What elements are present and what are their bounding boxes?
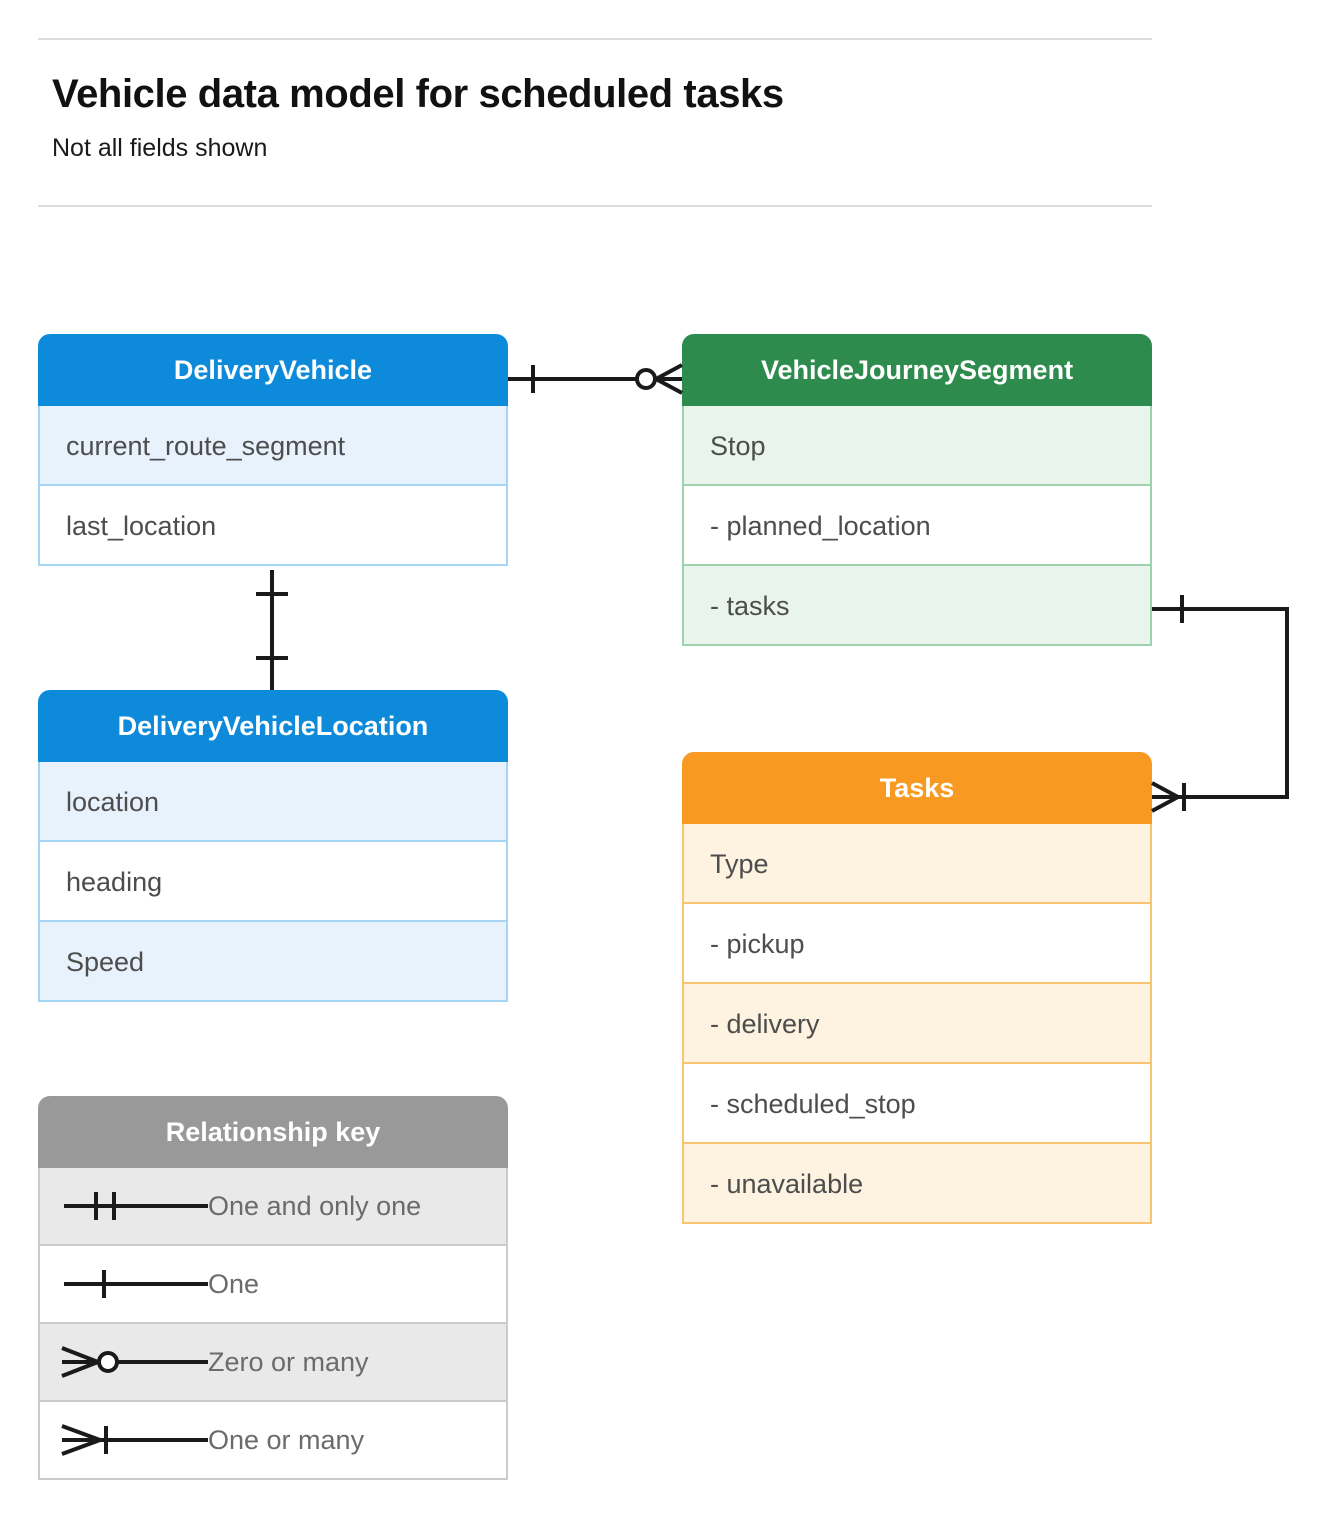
legend-title: Relationship key <box>38 1096 508 1168</box>
entity-row: - tasks <box>682 566 1152 646</box>
header-divider-bottom <box>38 205 1152 207</box>
entity-delivery-vehicle[interactable]: DeliveryVehicle current_route_segment la… <box>38 334 508 566</box>
legend-item-one-or-many: One or many <box>38 1402 508 1480</box>
entity-vehicle-journey-segment-title: VehicleJourneySegment <box>682 334 1152 406</box>
entity-row: location <box>38 762 508 842</box>
entity-delivery-vehicle-location-title: DeliveryVehicleLocation <box>38 690 508 762</box>
entity-row: last_location <box>38 486 508 566</box>
connector-deliveryvehicle-deliveryvehiclelocation <box>256 570 288 690</box>
relationship-key-legend: Relationship key One and only one One <box>38 1096 508 1480</box>
entity-tasks-title: Tasks <box>682 752 1152 824</box>
entity-delivery-vehicle-title: DeliveryVehicle <box>38 334 508 406</box>
entity-row: - delivery <box>682 984 1152 1064</box>
legend-item-label: One or many <box>208 1424 365 1455</box>
entity-row: Speed <box>38 922 508 1002</box>
page-title: Vehicle data model for scheduled tasks <box>52 72 784 116</box>
entity-row: - pickup <box>682 904 1152 984</box>
entity-vehicle-journey-segment[interactable]: VehicleJourneySegment Stop - planned_loc… <box>682 334 1152 646</box>
legend-item-one-and-only-one: One and only one <box>38 1168 508 1246</box>
connector-deliveryvehicle-vehiclejourneysegment <box>508 363 683 395</box>
one-or-many-icon <box>58 1420 208 1460</box>
legend-item-label: One and only one <box>208 1190 422 1221</box>
zero-or-many-icon <box>58 1342 208 1382</box>
legend-item-label: One <box>208 1268 260 1299</box>
entity-row: Stop <box>682 406 1152 486</box>
page-subtitle: Not all fields shown <box>52 134 268 162</box>
entity-tasks[interactable]: Tasks Type - pickup - delivery - schedul… <box>682 752 1152 1224</box>
entity-delivery-vehicle-location[interactable]: DeliveryVehicleLocation location heading… <box>38 690 508 1002</box>
legend-item-one: One <box>38 1246 508 1324</box>
entity-row: heading <box>38 842 508 922</box>
entity-row: - planned_location <box>682 486 1152 566</box>
one-icon <box>58 1264 208 1304</box>
entity-row: - unavailable <box>682 1144 1152 1224</box>
header-divider-top <box>38 38 1152 40</box>
entity-row: current_route_segment <box>38 406 508 486</box>
one-and-only-one-icon <box>58 1186 208 1226</box>
legend-item-label: Zero or many <box>208 1346 369 1377</box>
entity-row: - scheduled_stop <box>682 1064 1152 1144</box>
entity-row: Type <box>682 824 1152 904</box>
connector-vehiclejourneysegment-tasks <box>1151 595 1289 813</box>
legend-item-zero-or-many: Zero or many <box>38 1324 508 1402</box>
